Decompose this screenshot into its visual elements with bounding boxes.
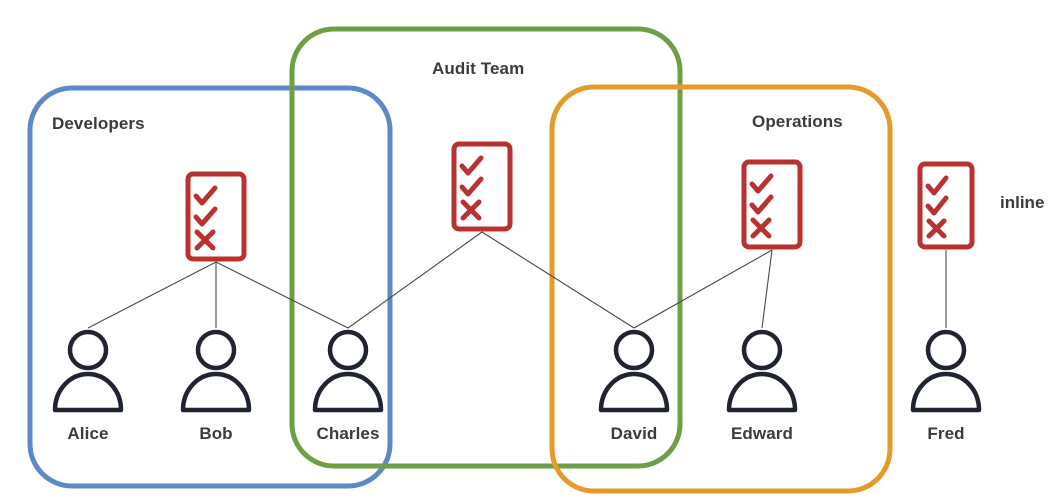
checklist-icon-inline[interactable]: [917, 161, 975, 250]
check-icon: [925, 195, 949, 216]
person-icon-fred[interactable]: [910, 329, 982, 413]
connector-developers-alice: [87, 261, 217, 329]
group-label-audit-team: Audit Team: [432, 59, 525, 78]
connector-audit-charles: [347, 231, 483, 329]
group-boxes: [27, 26, 893, 494]
person-icons: [52, 329, 982, 413]
connector-developers-charles: [215, 261, 349, 329]
checklist-icon-developers[interactable]: [185, 171, 247, 262]
group-box-audit-team[interactable]: [289, 26, 683, 469]
group-box-developers[interactable]: [27, 85, 393, 489]
person-label-david: David: [610, 424, 658, 443]
person-icon-alice[interactable]: [52, 329, 124, 413]
person-icon-edward[interactable]: [726, 329, 798, 413]
annotation-inline: inline: [1000, 193, 1045, 212]
person-icon-charles[interactable]: [312, 329, 384, 413]
person-label-fred: Fred: [927, 424, 965, 443]
check-icon: [749, 194, 774, 215]
connector-audit-david: [481, 231, 635, 329]
checklist-icons: [185, 141, 975, 262]
checklist-icon-operations[interactable]: [741, 159, 803, 250]
cross-icon: [194, 229, 216, 251]
person-label-alice: Alice: [67, 424, 109, 443]
group-box-operations[interactable]: [549, 84, 893, 494]
checklist-icon-audit-team[interactable]: [451, 141, 513, 232]
check-icon: [459, 155, 484, 176]
connector-operations-david: [633, 249, 773, 329]
person-icon-bob[interactable]: [180, 329, 252, 413]
check-icon: [193, 185, 218, 206]
person-icon-david[interactable]: [598, 329, 670, 413]
person-label-bob: Bob: [199, 424, 233, 443]
group-label-developers: Developers: [52, 114, 145, 133]
person-label-edward: Edward: [730, 424, 794, 443]
connector-operations-edward: [761, 249, 773, 329]
cross-icon: [926, 218, 947, 239]
cross-icon: [460, 199, 482, 221]
check-icon: [925, 175, 949, 196]
check-icon: [193, 206, 218, 227]
check-icon: [749, 173, 774, 194]
cross-icon: [750, 217, 772, 239]
check-icon: [459, 176, 484, 197]
person-label-charles: Charles: [316, 424, 380, 443]
group-label-operations: Operations: [752, 112, 843, 131]
connector-lines: [87, 231, 947, 329]
